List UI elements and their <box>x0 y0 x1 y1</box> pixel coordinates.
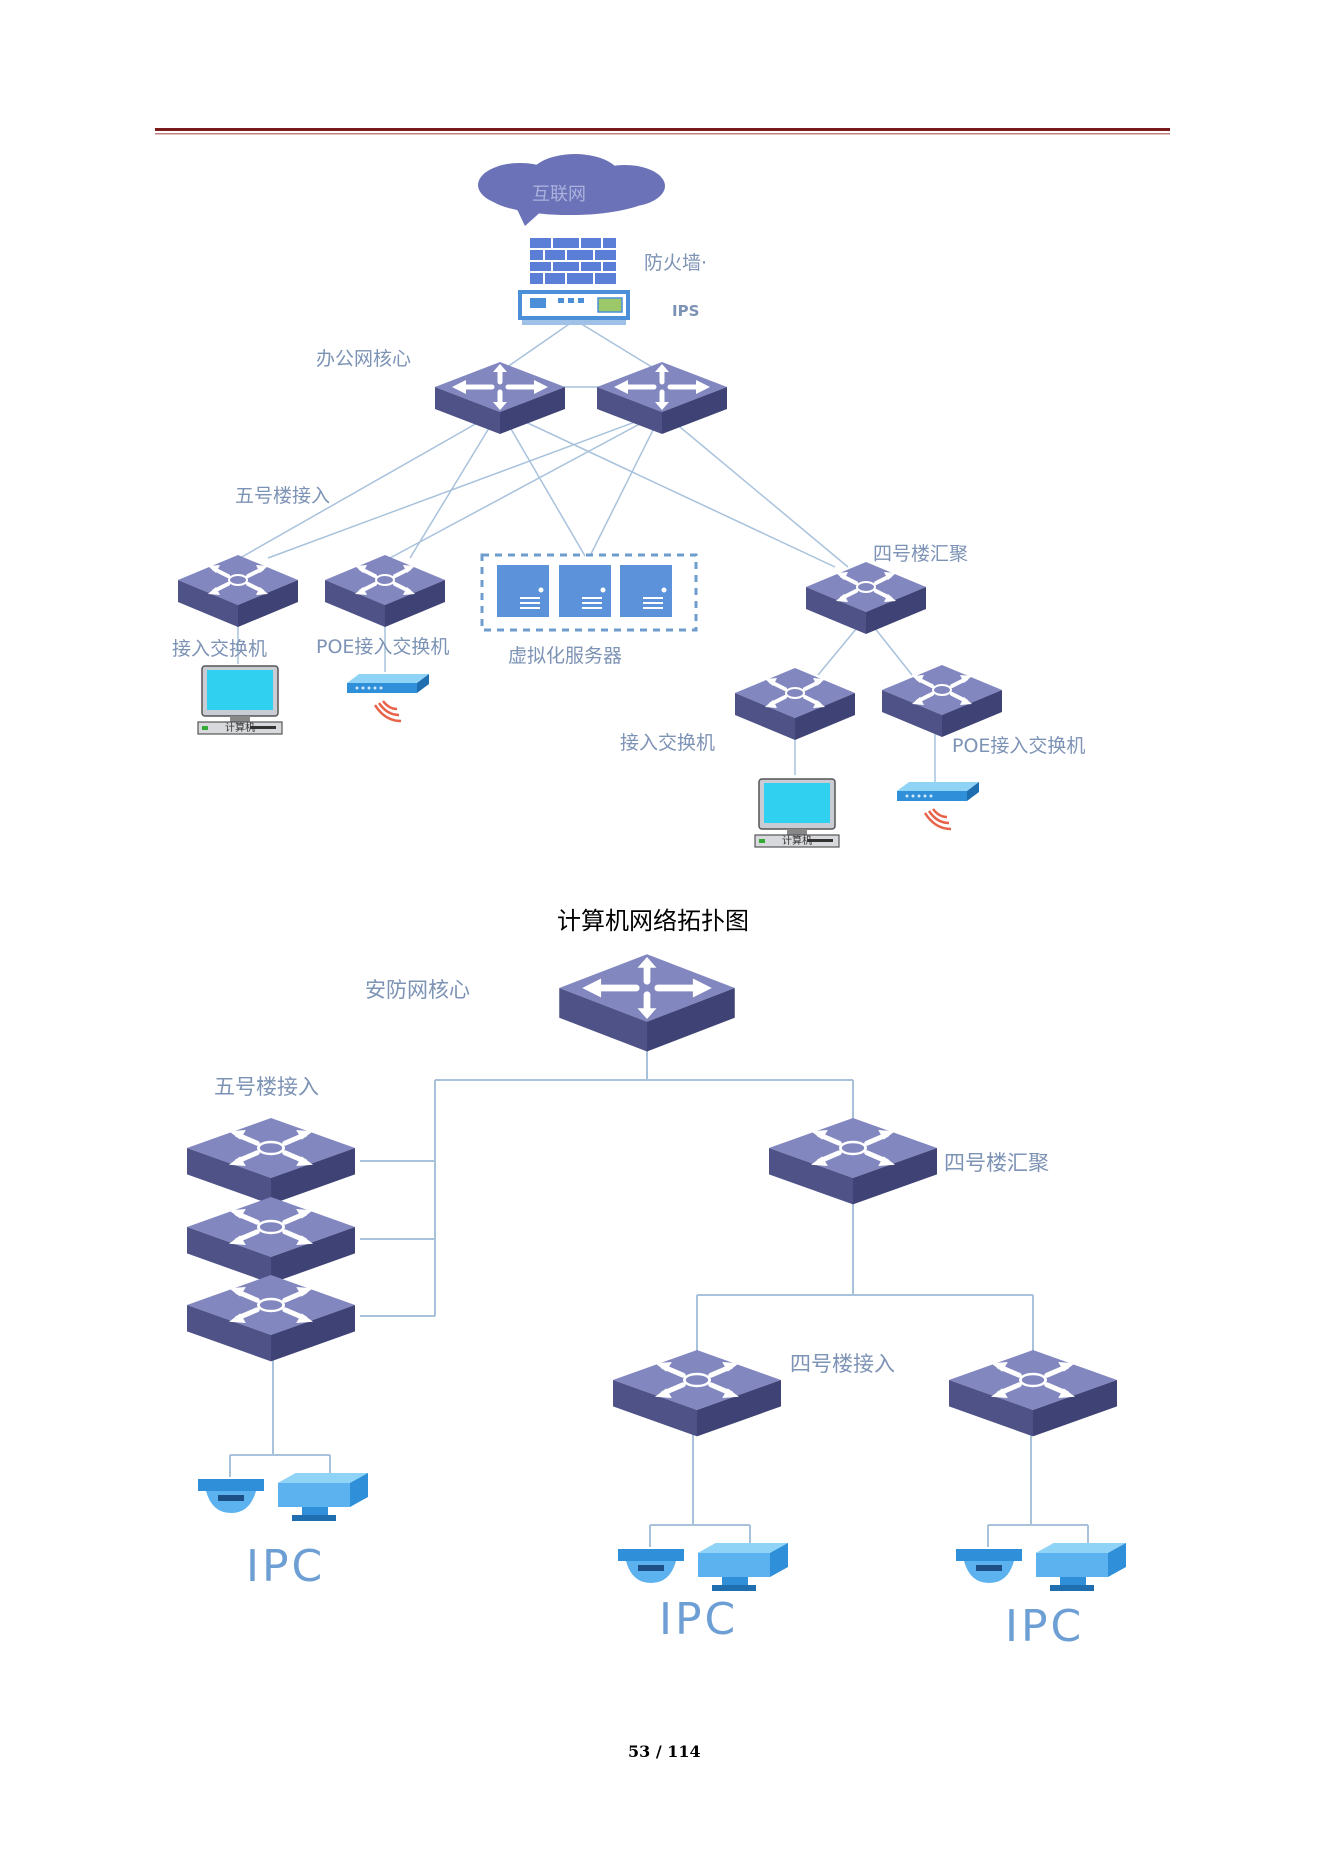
header-rule <box>155 128 1170 131</box>
ipc-label: IPC <box>246 1541 326 1592</box>
bldg5-access-switch <box>187 1275 355 1361</box>
ips-label: IPS <box>672 302 700 320</box>
bldg5-access-switch <box>187 1197 355 1283</box>
bldg4-access-switch <box>613 1350 781 1436</box>
office-core-label: 办公网核心 <box>316 348 412 370</box>
ipc-label: IPC <box>659 1594 739 1645</box>
internet-cloud-icon <box>478 154 665 226</box>
firewall-icon <box>530 238 616 284</box>
office-core-switch-2 <box>597 362 727 434</box>
bldg4-aggregation-switch <box>769 1118 937 1204</box>
bldg4-access-switch <box>733 666 857 742</box>
bldg5-poe-switch <box>323 553 447 629</box>
poe-switch-label: POE接入交换机 <box>952 735 1086 757</box>
bldg5-access-switch <box>187 1118 355 1204</box>
bldg5-access-label: 五号楼接入 <box>235 485 331 507</box>
page-number: 53 / 114 <box>628 1742 701 1761</box>
security-core-switch <box>559 954 735 1051</box>
virtual-servers-label: 虚拟化服务器 <box>508 645 623 667</box>
wireless-ap-icon <box>345 672 431 723</box>
bldg4-aggregation-label: 四号楼汇聚 <box>944 1151 1049 1175</box>
firewall-label: 防火墙· <box>644 252 708 274</box>
office-core-switch-1 <box>435 362 565 434</box>
ips-appliance-icon <box>518 290 630 325</box>
bldg5-access-label: 五号楼接入 <box>214 1075 319 1099</box>
internet-label: 互联网 <box>532 184 586 205</box>
bldg4-access-label: 四号楼接入 <box>790 1352 895 1376</box>
computer-label: 计算机 <box>225 723 255 734</box>
figure-caption: 计算机网络拓扑图 <box>557 907 749 935</box>
bldg5-access-switch <box>176 553 300 629</box>
bldg4-aggregation-label: 四号楼汇聚 <box>873 543 969 565</box>
security-network-links <box>272 1017 1034 1525</box>
access-switch-label: 接入交换机 <box>172 638 268 660</box>
bldg4-aggregation-switch <box>804 560 928 636</box>
bldg4-access-switch <box>949 1350 1117 1436</box>
ipc-camera-group-icon <box>197 1454 369 1522</box>
bldg4-poe-switch <box>880 663 1004 739</box>
wireless-ap-icon <box>895 780 981 831</box>
ipc-camera-group-icon <box>617 1524 789 1592</box>
poe-switch-label: POE接入交换机 <box>316 636 450 658</box>
security-core-label: 安防网核心 <box>365 978 470 1002</box>
ipc-label: IPC <box>1005 1601 1085 1652</box>
access-switch-label: 接入交换机 <box>620 732 716 754</box>
ipc-camera-group-icon <box>955 1524 1127 1592</box>
computer-label: 计算机 <box>782 836 812 847</box>
virtual-servers-icon <box>480 553 698 632</box>
